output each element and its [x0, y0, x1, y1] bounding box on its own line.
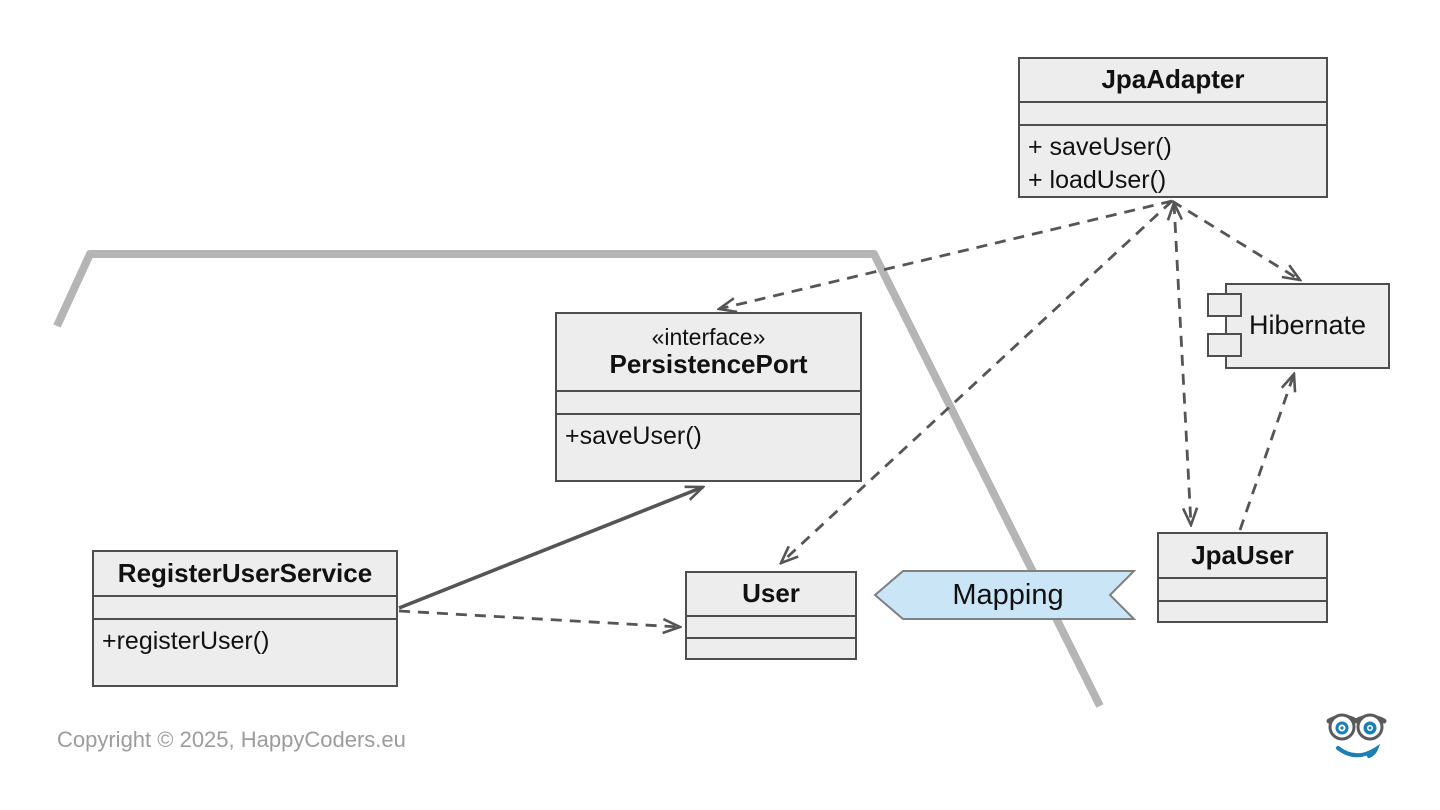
attributes-compartment — [1020, 101, 1326, 124]
dependency-jpaadapter-jpauser — [1174, 203, 1191, 525]
component-tab-icon — [1207, 293, 1242, 317]
attributes-compartment — [94, 595, 396, 618]
method-loaduser: + loadUser() — [1028, 165, 1167, 194]
copyright-text: Copyright © 2025, HappyCoders.eu — [57, 727, 406, 752]
methods-compartment: +saveUser() — [557, 413, 860, 480]
methods-compartment: +registerUser() — [94, 618, 396, 685]
methods-compartment: + saveUser() + loadUser() — [1020, 124, 1326, 196]
mapping-banner-shape — [873, 570, 1137, 620]
attributes-compartment — [557, 390, 860, 413]
dependency-jpaadapter-hibernate — [1171, 199, 1300, 280]
class-box-jpauser: JpaUser — [1157, 532, 1328, 623]
stereotype-interface: «interface» — [651, 323, 766, 350]
class-title-persistenceport: «interface» PersistencePort — [557, 314, 860, 390]
dependency-jpaadapter-user — [781, 199, 1173, 563]
dependency-jpaadapter-persistenceport — [719, 199, 1173, 309]
method-saveuser: +saveUser() — [565, 422, 702, 450]
method-saveuser: + saveUser() — [1028, 133, 1172, 161]
class-box-persistenceport: «interface» PersistencePort +saveUser() — [555, 312, 862, 482]
component-name-hibernate: Hibernate — [1248, 310, 1367, 341]
class-box-user: User — [685, 571, 857, 660]
methods-compartment — [1159, 600, 1326, 621]
happycoders-logo-icon — [1326, 713, 1387, 758]
class-name-registeruserservice: RegisterUserService — [117, 557, 373, 588]
methods-compartment — [687, 637, 855, 658]
component-tab-icon — [1207, 333, 1242, 357]
association-registeruserservice-persistenceport — [398, 485, 703, 610]
hexagon-boundary-line — [53, 250, 1104, 708]
class-box-registeruserservice: RegisterUserService +registerUser() — [92, 550, 398, 687]
class-name-user: User — [742, 578, 800, 609]
mapping-banner-label: Mapping — [952, 578, 1064, 611]
component-box-hibernate: Hibernate — [1225, 283, 1390, 369]
method-registeruser: +registerUser() — [102, 627, 270, 655]
class-name-jpauser: JpaUser — [1191, 539, 1294, 570]
class-name-persistenceport: PersistencePort — [609, 349, 808, 380]
class-box-jpaadapter: JpaAdapter + saveUser() + loadUser() — [1018, 57, 1328, 198]
attributes-compartment — [1159, 577, 1326, 600]
class-name-jpaadapter: JpaAdapter — [1101, 64, 1245, 95]
dependency-jpauser-hibernate — [1238, 374, 1294, 531]
attributes-compartment — [687, 615, 855, 637]
dependency-registeruserservice-user — [398, 609, 680, 627]
